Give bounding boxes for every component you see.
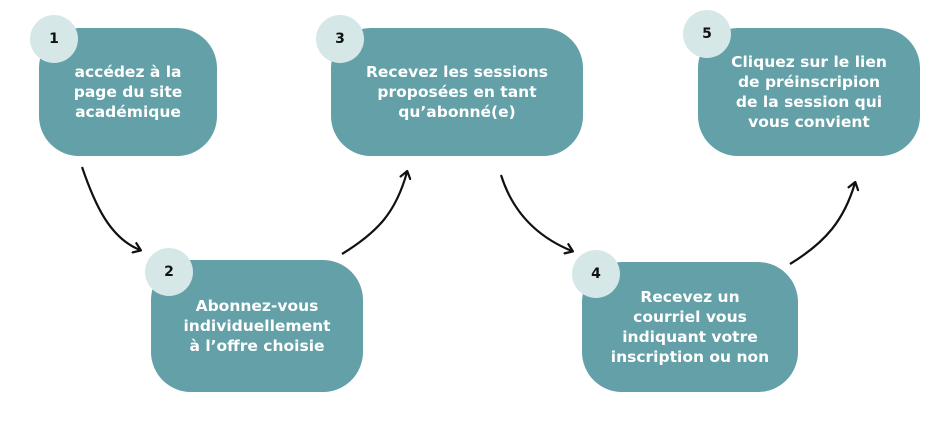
- arrow-2-to-3: [341, 172, 407, 255]
- step-5-badge: 5: [683, 10, 731, 58]
- step-3-number: 3: [335, 31, 345, 47]
- arrow-1-to-2: [80, 166, 140, 250]
- step-2-badge: 2: [145, 248, 193, 296]
- step-3-badge: 3: [316, 15, 364, 63]
- step-3-box: Recevez les sessions proposées en tant q…: [331, 28, 583, 156]
- step-1-number: 1: [49, 31, 59, 47]
- step-1-text: accédez à la page du site académique: [73, 63, 183, 121]
- step-2-number: 2: [164, 264, 174, 280]
- step-5-text: Cliquez sur le lien de préinscripion de …: [731, 53, 887, 131]
- step-4-box: Recevez un courriel vous indiquant votre…: [582, 262, 798, 392]
- step-5-number: 5: [702, 26, 712, 42]
- step-3-text: Recevez les sessions proposées en tant q…: [365, 63, 549, 121]
- step-5-box: Cliquez sur le lien de préinscripion de …: [698, 28, 920, 156]
- step-2-text: Abonnez-vous individuellement à l’offre …: [183, 297, 331, 355]
- step-4-text: Recevez un courriel vous indiquant votre…: [610, 288, 770, 366]
- step-4-badge: 4: [572, 250, 620, 298]
- step-1-badge: 1: [30, 15, 78, 63]
- arrow-3-to-4: [499, 174, 572, 251]
- step-4-number: 4: [591, 266, 601, 282]
- arrow-4-to-5: [789, 183, 855, 265]
